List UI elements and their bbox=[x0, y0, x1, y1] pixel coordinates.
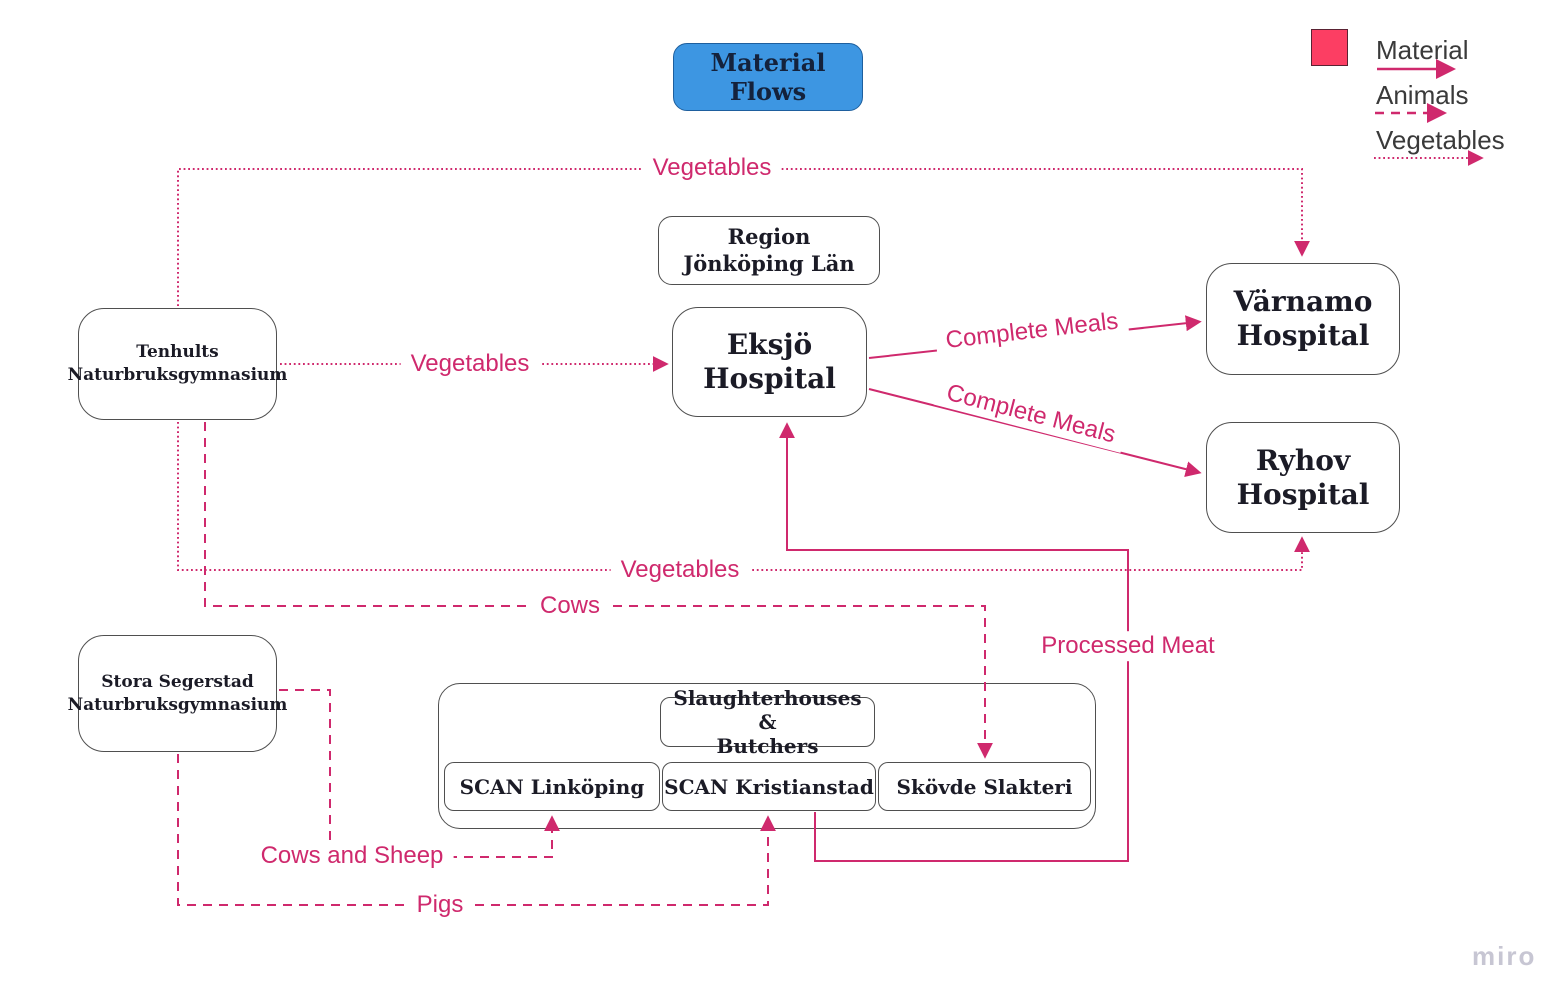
node-stora-segerstad[interactable]: Stora Segerstad Naturbruksgymnasium bbox=[68, 635, 287, 752]
legend-material-swatch-icon[interactable] bbox=[1311, 29, 1348, 66]
edge-label-processed-meat[interactable]: Processed Meat bbox=[1031, 631, 1225, 661]
miro-watermark: miro bbox=[1472, 941, 1537, 971]
node-slaughterhouses-butchers[interactable]: Slaughterhouses & Butchers bbox=[660, 686, 875, 758]
node-skovde-slakteri[interactable]: Skövde Slakteri bbox=[878, 762, 1091, 811]
edge-label-cows-and-sheep[interactable]: Cows and Sheep bbox=[250, 841, 454, 871]
node-region-jonkoping[interactable]: Region Jönköping Län bbox=[658, 216, 880, 285]
edge-label-vegetables-bottom[interactable]: Vegetables bbox=[610, 555, 750, 585]
edge-label-cows[interactable]: Cows bbox=[529, 591, 611, 621]
edge-label-pigs[interactable]: Pigs bbox=[406, 890, 474, 920]
edge-complete-meals-lower[interactable] bbox=[868, 388, 1202, 478]
node-scan-linkoping[interactable]: SCAN Linköping bbox=[444, 762, 660, 811]
edge-vegetables-bottom[interactable] bbox=[177, 422, 1310, 571]
node-eksjo-hospital[interactable]: Eksjö Hospital bbox=[672, 307, 867, 417]
node-tenhults[interactable]: Tenhults Naturbruksgymnasium bbox=[68, 308, 287, 420]
legend-item-animals[interactable]: Animals bbox=[1376, 80, 1469, 110]
node-scan-kristianstad[interactable]: SCAN Kristianstad bbox=[662, 762, 876, 811]
edge-cows-and-sheep[interactable] bbox=[279, 689, 560, 858]
edge-label-vegetables-top[interactable]: Vegetables bbox=[642, 153, 782, 183]
edge-processed-meat[interactable] bbox=[779, 422, 1129, 862]
legend-item-vegetables[interactable]: Vegetables bbox=[1376, 125, 1505, 155]
edge-vegetables-top[interactable] bbox=[177, 168, 1310, 306]
edge-label-vegetables-mid[interactable]: Vegetables bbox=[400, 349, 540, 379]
legend-item-material[interactable]: Material bbox=[1376, 35, 1469, 65]
node-varnamo-hospital[interactable]: Värnamo Hospital bbox=[1206, 263, 1400, 375]
diagram-title[interactable]: Material Flows bbox=[673, 43, 863, 111]
node-ryhov-hospital[interactable]: Ryhov Hospital bbox=[1206, 422, 1400, 533]
